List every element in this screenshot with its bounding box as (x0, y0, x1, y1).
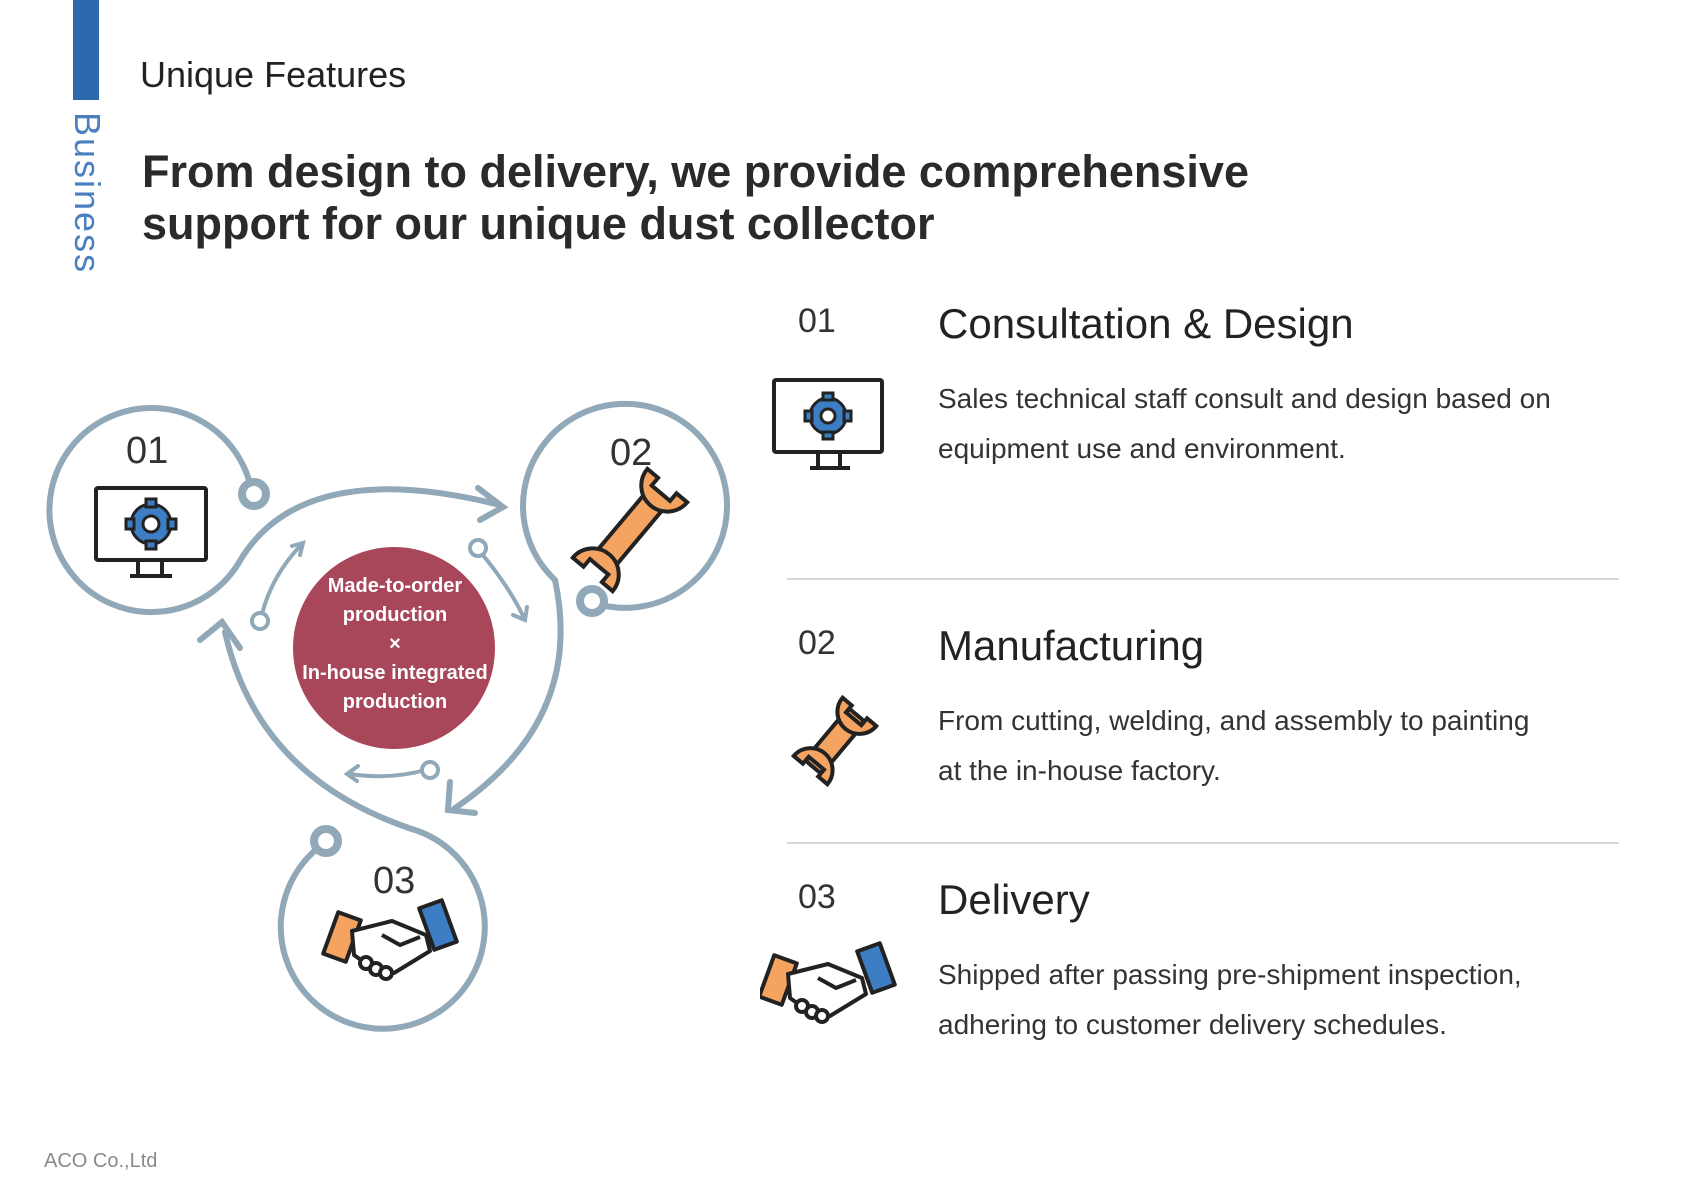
knob-02 (576, 585, 608, 617)
handshake-icon (760, 941, 897, 1024)
feature-01-desc-line-2: equipment use and environment. (938, 433, 1346, 464)
feature-01-num: 01 (798, 302, 836, 340)
inner-arrow-2-head (511, 605, 529, 623)
feature-03-num: 03 (798, 878, 836, 916)
cycle-step-03-num: 03 (373, 860, 416, 902)
center-line-4: In-house integrated (302, 662, 488, 684)
cycle-arc-top (235, 486, 503, 567)
section-title: Unique Features (140, 54, 407, 95)
computer-gear-icon (94, 486, 208, 578)
inner-arrow-3 (348, 768, 427, 779)
feature-01-desc-line-1: Sales technical staff consult and design… (938, 383, 1551, 414)
inner-arrow-1-head (290, 540, 306, 557)
center-line-2: production (342, 604, 448, 626)
center-line-3: × (389, 633, 401, 655)
ring-02 (520, 400, 731, 611)
headline: From design to delivery, we provide comp… (142, 146, 1462, 250)
center-circle (293, 547, 495, 749)
ring-03 (277, 828, 488, 1032)
feature-03-desc: Shipped after passing pre-shipment inspe… (938, 950, 1578, 1050)
inner-arrow-3-head (343, 764, 360, 783)
ring-01 (46, 405, 255, 615)
headline-line-2: support for our unique dust collector (142, 198, 935, 249)
inner-arrow-1 (260, 542, 304, 616)
feature-02-desc-line-2: at the in-house factory. (938, 755, 1221, 786)
knob-03 (310, 825, 342, 857)
feature-03-desc-line-1: Shipped after passing pre-shipment inspe… (938, 959, 1522, 990)
feature-01-title: Consultation & Design (938, 300, 1354, 347)
feature-02-title: Manufacturing (938, 622, 1205, 669)
center-label: Made-to-order production × In-house inte… (285, 572, 505, 717)
inner-arrow-2 (480, 552, 526, 620)
feature-01-desc: Sales technical staff consult and design… (938, 374, 1578, 474)
feature-02-num: 02 (798, 624, 836, 662)
cycle-arc-left (222, 629, 421, 834)
side-label: Business (67, 112, 108, 275)
wrench-icon (790, 694, 880, 788)
feature-03-desc-line-2: adhering to customer delivery schedules. (938, 1009, 1447, 1040)
divider-1 (787, 578, 1619, 580)
cycle-step-01-num: 01 (126, 430, 169, 472)
computer-gear-icon (772, 378, 884, 470)
wrench-icon (569, 466, 691, 594)
cycle-arc-right (452, 577, 564, 811)
divider-2 (787, 842, 1619, 844)
feature-02-desc: From cutting, welding, and assembly to p… (938, 696, 1578, 796)
knob-01 (238, 478, 270, 510)
footer-company: ACO Co.,Ltd (44, 1150, 158, 1172)
feature-02-desc-line-1: From cutting, welding, and assembly to p… (938, 705, 1530, 736)
arrow-head-3 (197, 617, 243, 651)
center-line-5: production (342, 691, 448, 713)
cycle-diagram (46, 400, 731, 1032)
center-line-1: Made-to-order (327, 575, 463, 597)
accent-bar (73, 0, 99, 100)
cycle-step-02-num: 02 (610, 432, 653, 474)
headline-line-1: From design to delivery, we provide comp… (142, 146, 1249, 197)
arrow-head-2 (444, 779, 478, 816)
handshake-icon (321, 898, 459, 981)
arrow-head-1 (475, 485, 509, 523)
feature-03-title: Delivery (938, 876, 1090, 923)
